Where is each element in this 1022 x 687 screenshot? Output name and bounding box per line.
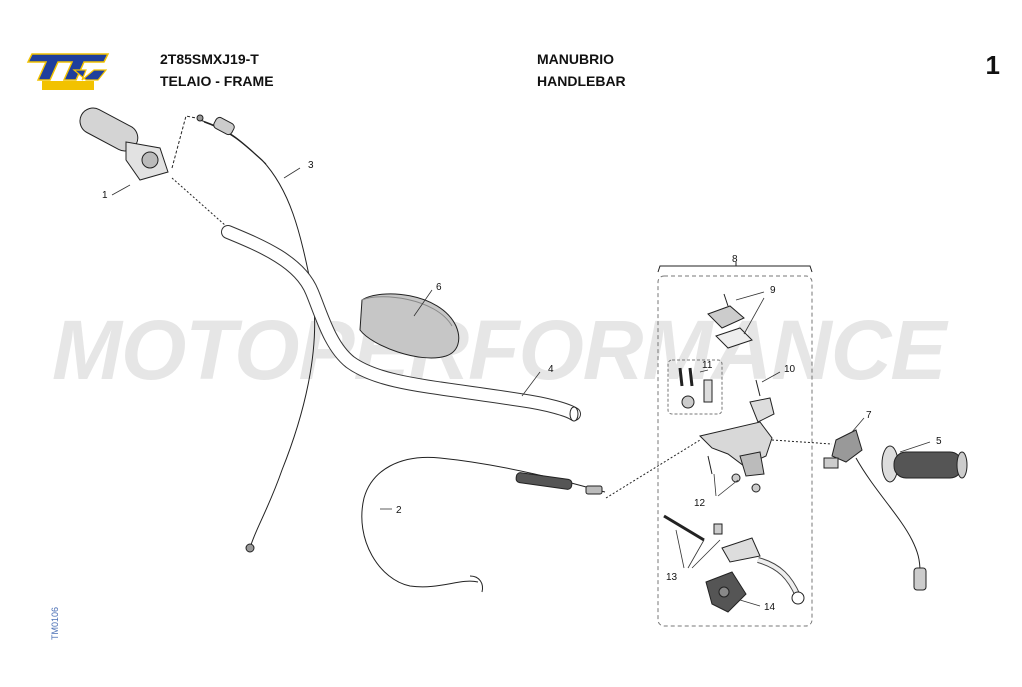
part-title: MANUBRIO HANDLEBAR bbox=[537, 48, 626, 92]
callout-7: 7 bbox=[866, 410, 872, 421]
callout-5: 5 bbox=[936, 436, 942, 447]
watermark-text: MOTOPERFORMANCE bbox=[52, 303, 946, 397]
section-label: TELAIO - FRAME bbox=[160, 73, 274, 89]
page-number: 1 bbox=[985, 50, 1000, 80]
throttle-grip bbox=[79, 107, 169, 181]
callout-2: 2 bbox=[396, 505, 402, 516]
callout-8: 8 bbox=[732, 254, 738, 265]
callout-6: 6 bbox=[436, 282, 442, 293]
callout-9: 9 bbox=[770, 285, 776, 296]
model-code: 2T85SMXJ19-T bbox=[160, 51, 259, 67]
model-header: 2T85SMXJ19-T TELAIO - FRAME bbox=[160, 48, 274, 92]
callout-12: 12 bbox=[694, 498, 706, 509]
callout-11: 11 bbox=[702, 360, 713, 371]
switch-assembly bbox=[823, 429, 927, 591]
handlebar bbox=[221, 225, 581, 422]
tm-racing-logo bbox=[24, 50, 112, 94]
clutch-cable bbox=[361, 456, 606, 593]
left-grip bbox=[881, 445, 968, 483]
handlebar-pad bbox=[359, 293, 460, 359]
callout-1: 1 bbox=[102, 190, 108, 201]
throttle-cable bbox=[196, 114, 316, 553]
callout-14: 14 bbox=[764, 602, 776, 613]
callout-4: 4 bbox=[548, 364, 554, 375]
callout-13: 13 bbox=[666, 572, 678, 583]
title-english: HANDLEBAR bbox=[537, 73, 626, 89]
master-cylinder-group bbox=[657, 262, 813, 627]
title-italian: MANUBRIO bbox=[537, 51, 614, 67]
callout-10: 10 bbox=[784, 364, 796, 375]
callout-3: 3 bbox=[308, 160, 314, 171]
